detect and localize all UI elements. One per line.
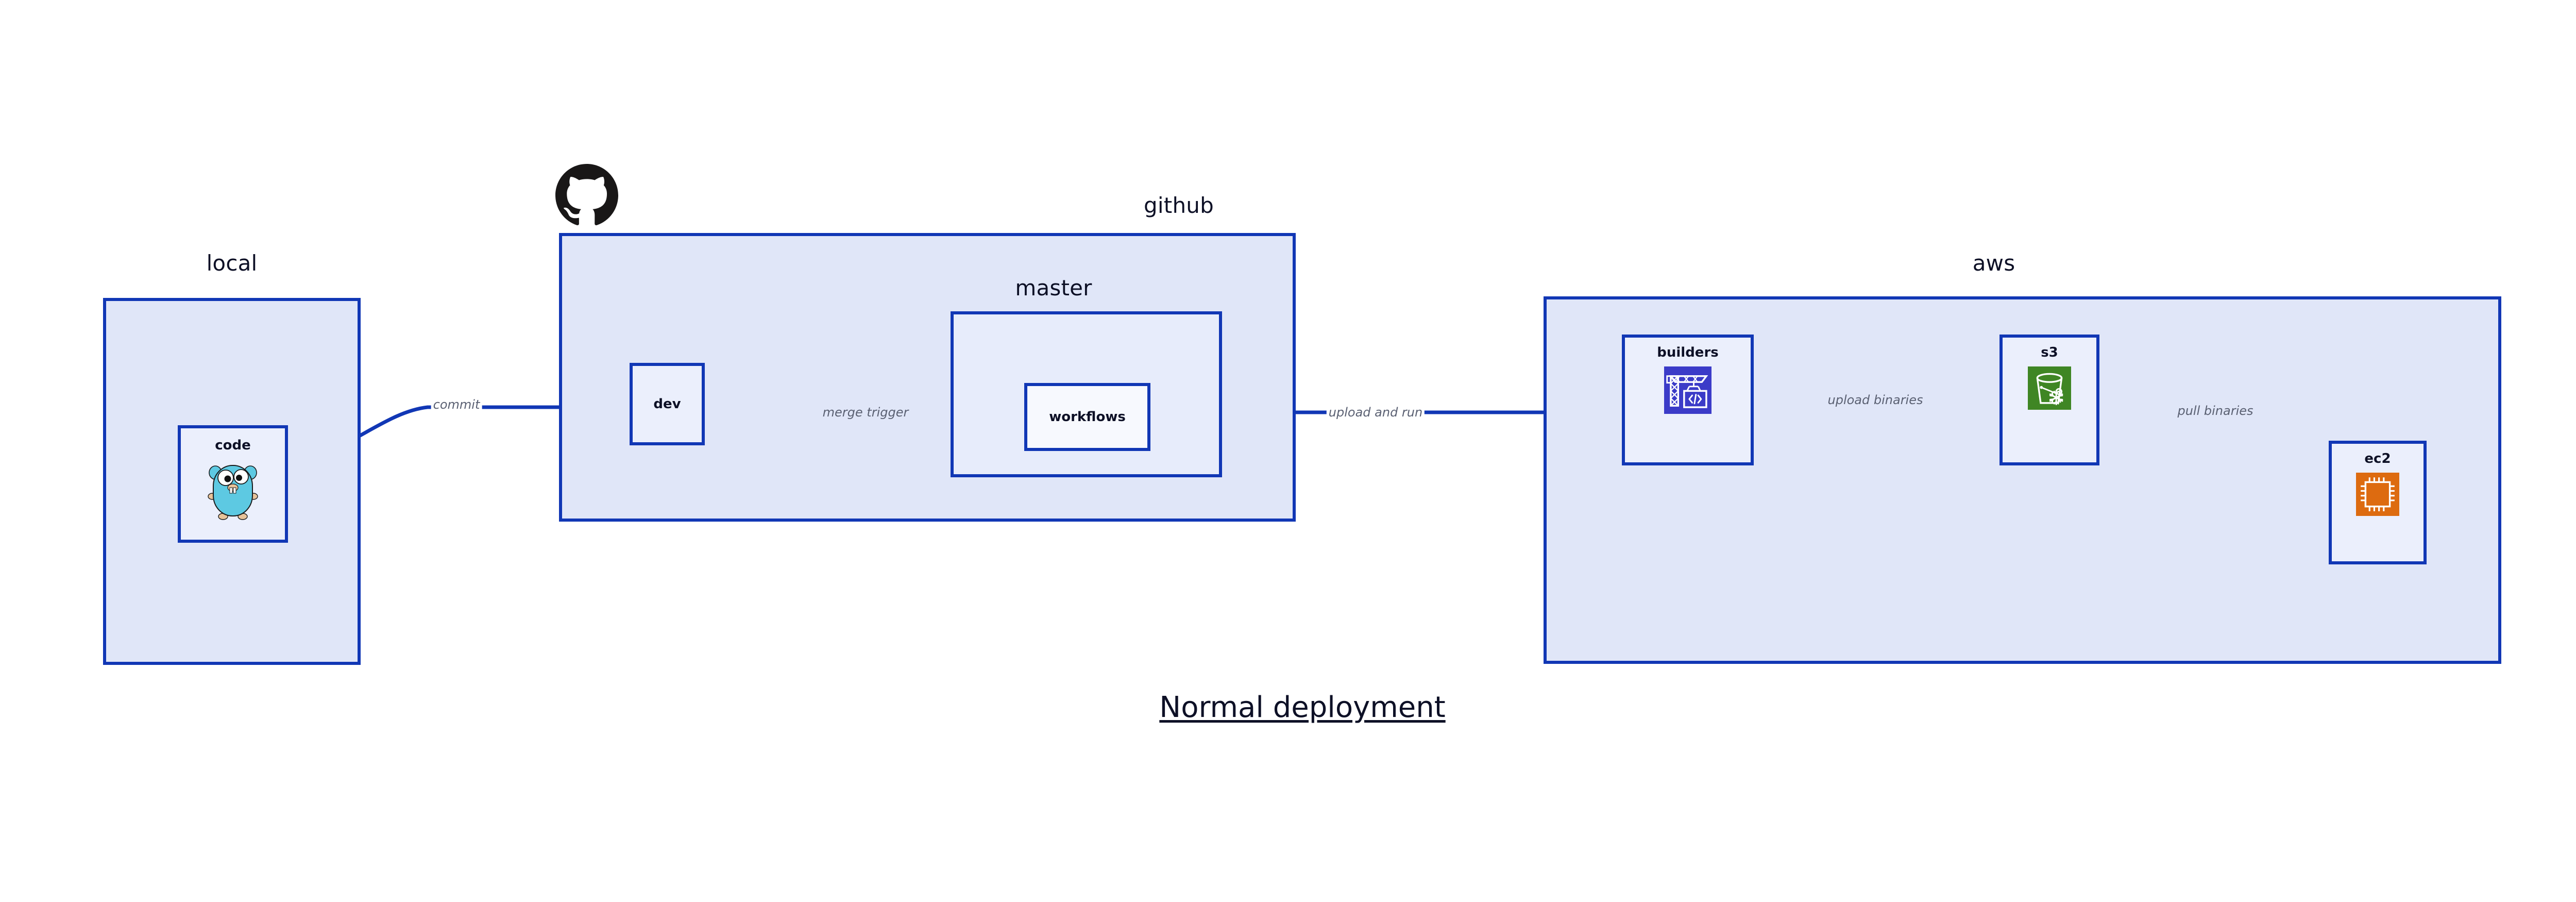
node-workflows-label: workflows	[1049, 409, 1126, 425]
node-builders-label: builders	[1657, 345, 1719, 360]
node-dev[interactable]: dev	[630, 363, 705, 445]
go-gopher-icon	[207, 459, 259, 522]
edge-label-upload-and-run: upload and run	[1326, 406, 1425, 419]
group-title-aws: aws	[1972, 250, 2015, 276]
group-title-github: github	[1144, 193, 1214, 218]
aws-codebuild-icon	[1664, 366, 1711, 416]
edge-label-merge-trigger: merge trigger	[820, 406, 911, 419]
group-local	[103, 298, 361, 665]
aws-ec2-icon	[2356, 473, 2399, 518]
node-workflows[interactable]: workflows	[1024, 383, 1150, 451]
edge-label-pull-binaries: pull binaries	[2175, 405, 2256, 417]
node-code-label: code	[215, 438, 251, 453]
node-ec2-label: ec2	[2364, 451, 2391, 466]
group-title-local: local	[206, 250, 258, 276]
diagram-caption: Normal deployment	[1159, 691, 1446, 724]
group-title-master: master	[1015, 275, 1092, 300]
node-builders[interactable]: builders	[1622, 335, 1754, 465]
node-s3-label: s3	[2041, 345, 2058, 360]
node-s3[interactable]: s3	[1999, 335, 2099, 465]
aws-s3-icon	[2028, 366, 2071, 412]
github-octocat-logo	[555, 164, 618, 229]
node-code[interactable]: code	[178, 425, 288, 543]
edge-label-upload-binaries: upload binaries	[1825, 394, 1925, 406]
node-dev-label: dev	[653, 396, 681, 412]
node-ec2[interactable]: ec2	[2329, 441, 2427, 564]
edge-label-commit: commit	[431, 398, 482, 411]
